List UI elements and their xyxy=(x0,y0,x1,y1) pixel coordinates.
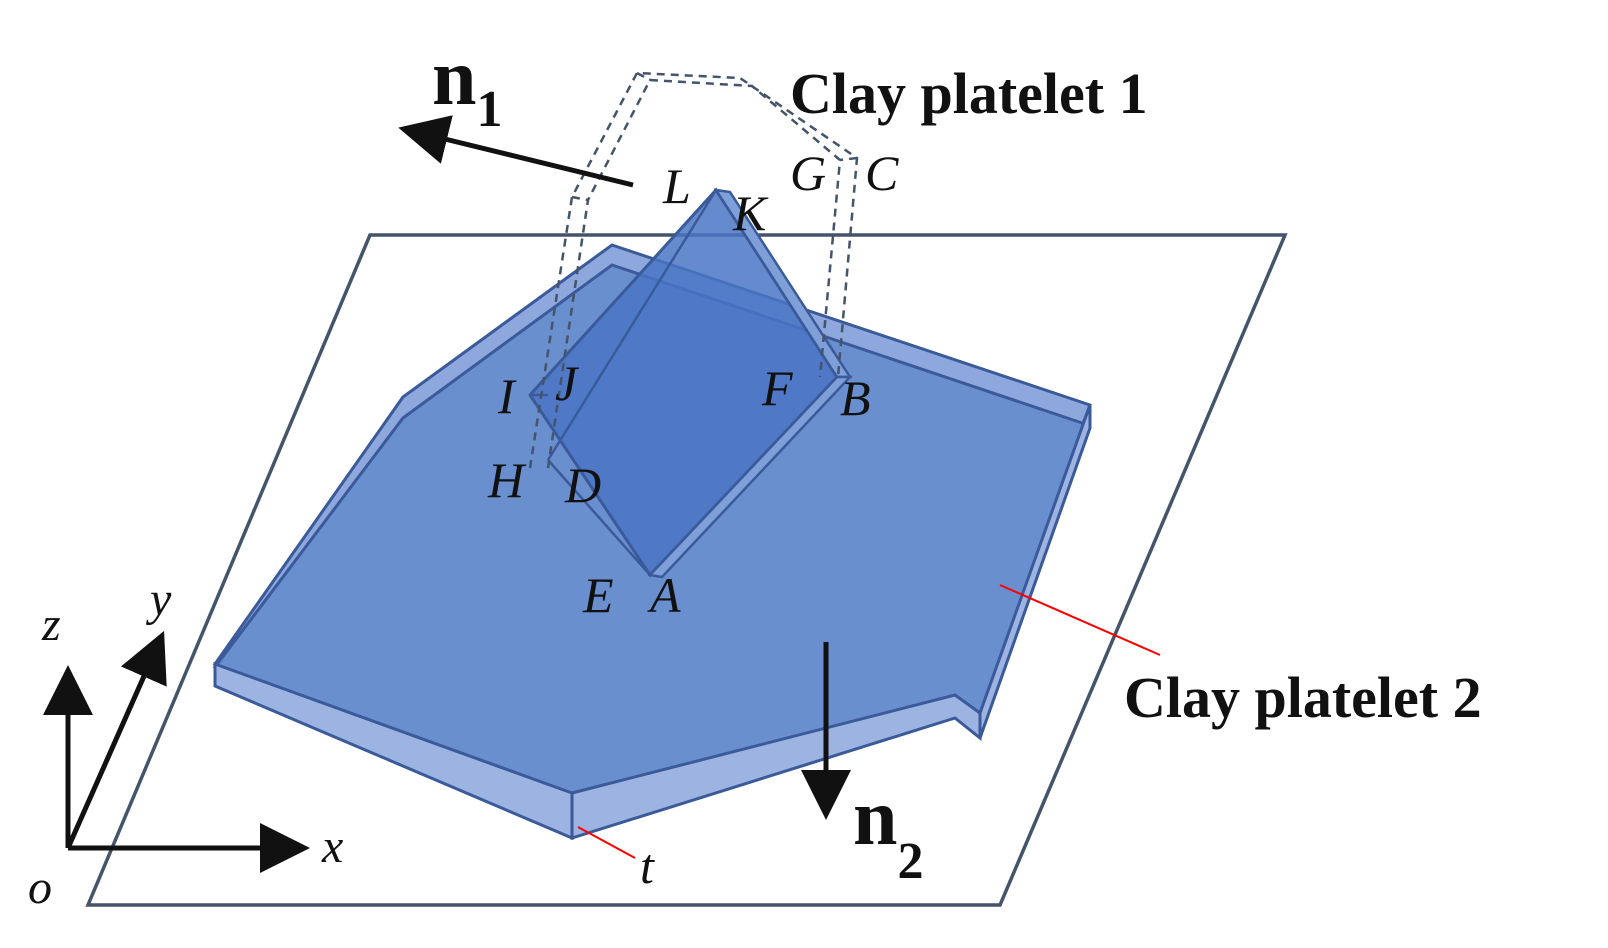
platelet1-dashed-top xyxy=(636,71,651,82)
thickness-label: t xyxy=(640,838,655,894)
axis-label-y: y xyxy=(145,573,172,626)
thickness-leader-line xyxy=(577,826,636,859)
point-label-H: H xyxy=(487,452,527,508)
platelet2-leader-line xyxy=(999,584,1161,656)
axis-label-z: z xyxy=(41,598,61,651)
n1-label: n1 xyxy=(432,34,503,138)
axis-label-x: x xyxy=(321,820,343,873)
n1-arrow xyxy=(398,115,634,188)
point-label-B: B xyxy=(840,370,871,426)
platelet1-caption: Clay platelet 1 xyxy=(790,61,1148,126)
platelet1-dashed-right xyxy=(839,156,858,162)
point-label-F: F xyxy=(761,360,793,416)
clay-platelet-1-solid xyxy=(528,187,853,579)
platelet1-inner-edge-2 xyxy=(547,459,651,576)
point-label-C: C xyxy=(865,145,899,201)
point-label-J: J xyxy=(555,355,580,411)
axis-label-origin: o xyxy=(28,861,52,914)
point-label-D: D xyxy=(564,457,601,513)
platelet1-inner-edge xyxy=(546,189,718,461)
clay-platelet-1-dashed xyxy=(528,71,859,469)
platelet1-bottom-edge xyxy=(647,375,853,579)
n2-label: n2 xyxy=(853,774,924,890)
platelet1-dashed-outline-inner xyxy=(546,78,842,469)
y-axis xyxy=(65,630,167,850)
platelet1-dashed-outline-outer xyxy=(528,71,859,469)
point-label-L: L xyxy=(662,158,691,214)
point-label-E: E xyxy=(582,567,614,623)
platelet1-dashed-left xyxy=(571,195,589,202)
platelet2-right-edge xyxy=(978,404,1092,739)
reference-plane xyxy=(85,233,1288,907)
platelet2-caption: Clay platelet 2 xyxy=(1124,665,1482,730)
point-label-I: I xyxy=(497,368,517,424)
point-label-K: K xyxy=(732,185,769,241)
point-label-A: A xyxy=(647,567,681,623)
point-label-G: G xyxy=(790,145,826,201)
coordinate-axes xyxy=(43,630,310,873)
